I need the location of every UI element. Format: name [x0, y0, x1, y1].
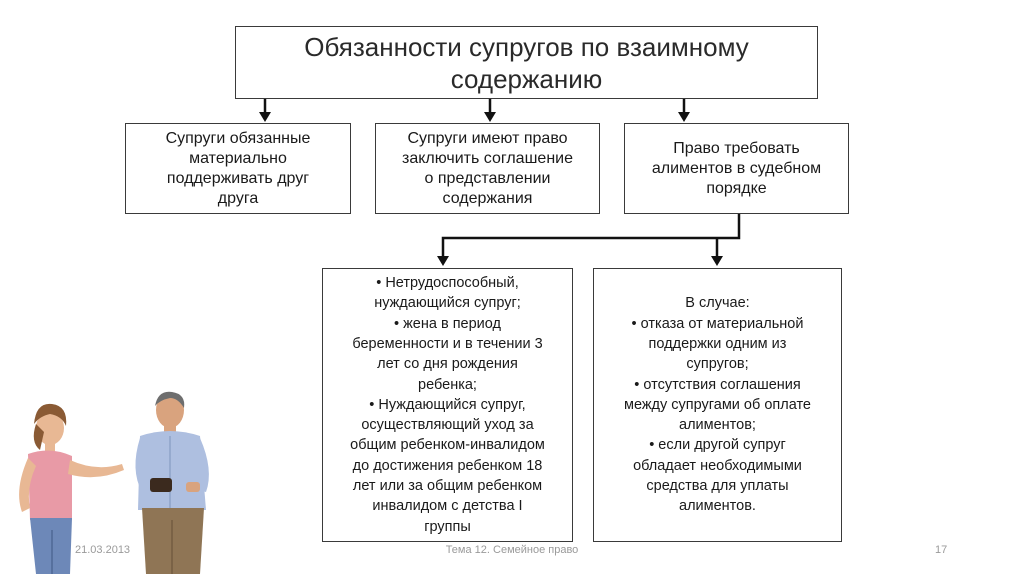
agreement-right-box: Супруги имеют право заключить соглашение… [375, 123, 600, 214]
woman-figure [19, 403, 124, 574]
court-cases-text: В случае: • отказа от материальной подде… [623, 295, 811, 515]
duty-support-text: Супруги обязанные материально поддержива… [165, 129, 311, 207]
court-alimony-box: Право требовать алиментов в судебном пор… [624, 123, 849, 214]
duty-support-box: Супруги обязанные материально поддержива… [125, 123, 351, 214]
court-cases-box: В случае: • отказа от материальной подде… [593, 268, 842, 542]
branch-connector [441, 214, 741, 260]
footer-page-number: 17 [935, 544, 948, 556]
man-figure [135, 391, 209, 574]
eligible-persons-text: • Нетрудоспособный, нуждающийся супруг; … [350, 275, 545, 535]
eligible-persons-box: • Нетрудоспособный, нуждающийся супруг; … [322, 268, 573, 542]
footer-topic: Тема 12. Семейное право [445, 544, 579, 556]
agreement-right-text: Супруги имеют право заключить соглашение… [402, 129, 573, 207]
diagram-title: Обязанности супругов по взаимному содерж… [304, 31, 749, 94]
couple-illustration [19, 391, 209, 574]
court-alimony-text: Право требовать алиментов в судебном пор… [651, 139, 822, 197]
title-box: Обязанности супругов по взаимному содерж… [235, 26, 818, 99]
footer-date: 21.03.2013 [75, 544, 131, 556]
